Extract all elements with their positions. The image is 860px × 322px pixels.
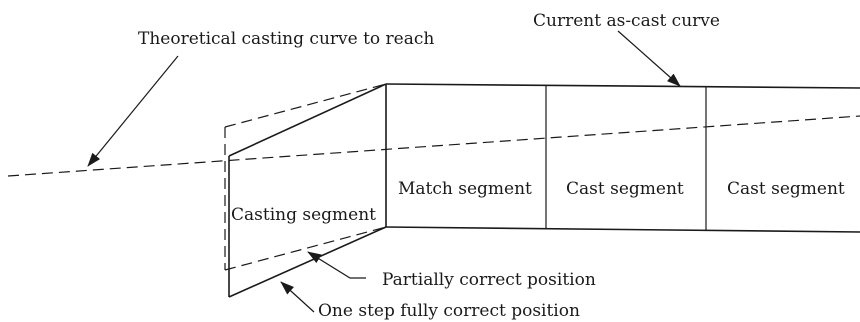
as-cast-curve-top [385,83,860,89]
theoretical-curve-label: Theoretical casting curve to reach [138,29,434,49]
fully-correct-label: One step fully correct position [318,301,580,321]
casting-segment-bottom-edge [228,226,387,298]
fully-correct-leader [280,281,315,313]
as-cast-curve-bottom [385,226,860,233]
current-curve-label: Current as-cast curve [533,11,720,31]
match-segment-label: Match segment [398,179,532,199]
partial-position-leader [307,251,366,279]
casting-segment-label: Casting segment [231,205,376,225]
theoretical-curve-leader [87,55,179,167]
cast-segment-label-1: Cast segment [566,179,684,199]
partial-position-bottom-edge [224,226,387,271]
current-curve-leader [617,30,681,87]
partially-correct-label: Partially correct position [382,270,596,290]
partial-position-top-edge [224,83,387,128]
casting-segment-top-edge [228,83,387,157]
theoretical-casting-curve [7,115,860,177]
cast-segment-label-2: Cast segment [727,179,845,199]
